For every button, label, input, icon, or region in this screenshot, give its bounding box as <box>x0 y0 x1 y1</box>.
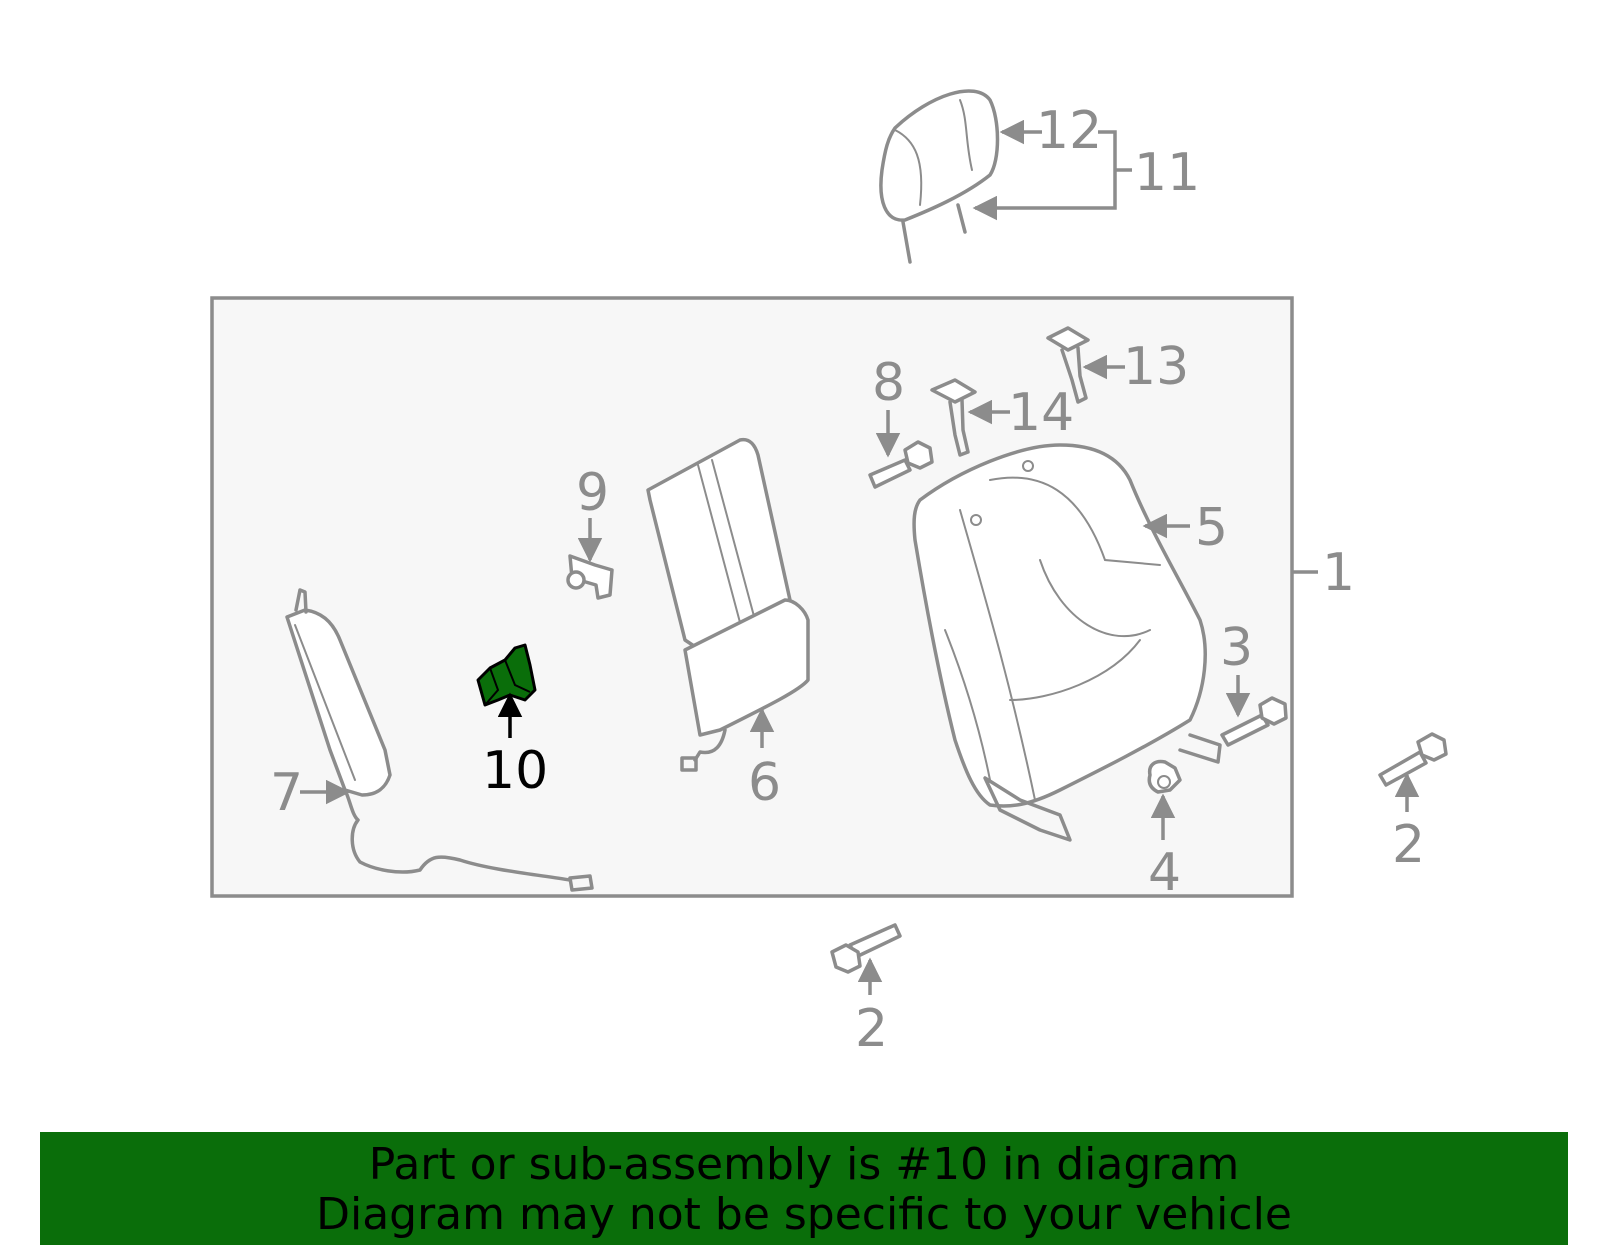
callout-10: 10 <box>482 741 548 801</box>
banner-line-2: Diagram may not be specific to your vehi… <box>316 1189 1292 1240</box>
callout-13: 13 <box>1123 337 1189 397</box>
callout-2-right: 2 <box>1392 815 1425 875</box>
headrest-part <box>879 89 1000 264</box>
side-pad-part <box>646 437 810 772</box>
callout-1: 1 <box>1322 543 1355 603</box>
bracket-9-part <box>566 554 614 600</box>
bolt-2-bottom-part <box>830 923 902 974</box>
callout-7: 7 <box>270 763 303 823</box>
bolt-8-part <box>868 440 934 489</box>
callout-4: 4 <box>1148 843 1181 903</box>
seat-back-pad-part <box>912 443 1222 842</box>
highlighted-part-10 <box>476 643 537 707</box>
callout-8: 8 <box>872 353 905 413</box>
headrest-guide-14-part <box>930 378 977 457</box>
bolt-2-right-part <box>1378 732 1448 787</box>
callout-12: 12 <box>1036 101 1102 161</box>
callout-11: 11 <box>1134 143 1200 203</box>
callout-3: 3 <box>1220 618 1253 678</box>
callout-5: 5 <box>1195 498 1228 558</box>
side-airbag-part <box>285 588 594 892</box>
callout-9: 9 <box>576 463 609 523</box>
bolt-3-part <box>1220 696 1288 747</box>
callout-6: 6 <box>748 753 781 813</box>
leader-lines <box>300 119 1420 995</box>
callout-2-bottom: 2 <box>855 999 888 1059</box>
headrest-guide-13-part <box>1046 326 1090 404</box>
callout-14: 14 <box>1008 383 1074 443</box>
part-info-banner: Part or sub-assembly is #10 in diagram D… <box>40 1132 1568 1245</box>
nut-4-part <box>1147 759 1182 794</box>
banner-line-1: Part or sub-assembly is #10 in diagram <box>368 1139 1240 1190</box>
